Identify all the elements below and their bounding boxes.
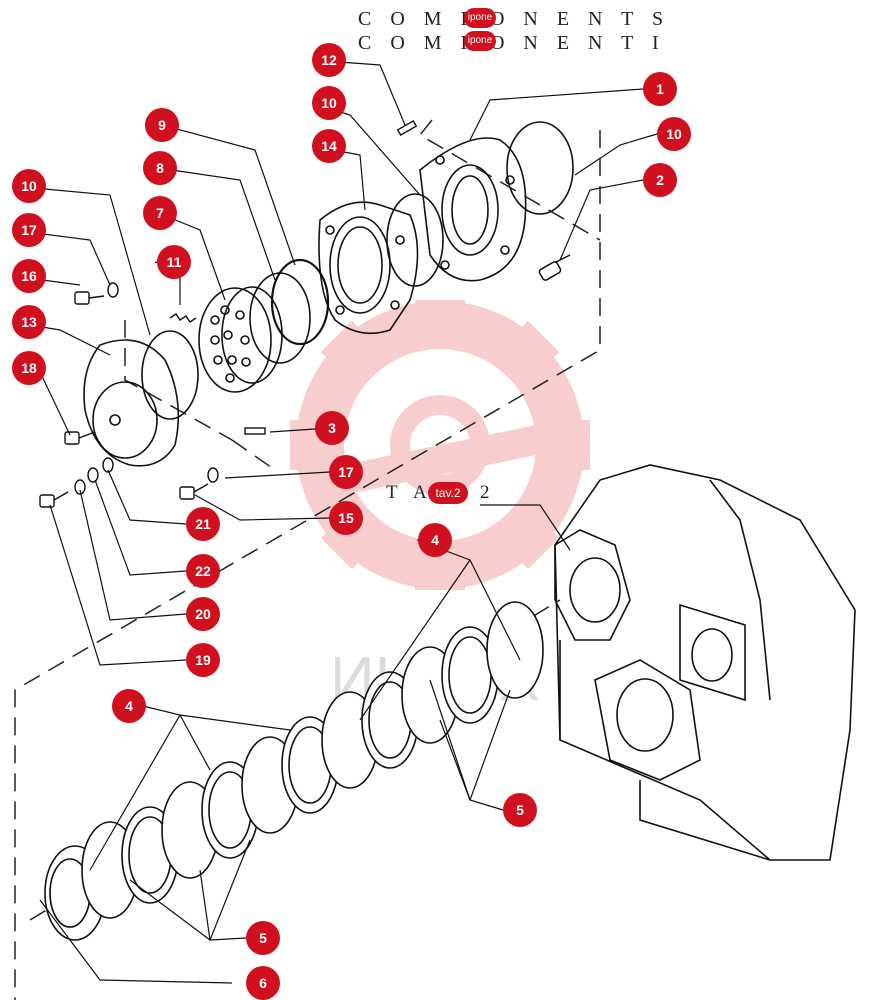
- pin-part: [396, 119, 418, 137]
- callout-10[interactable]: 10: [12, 169, 46, 203]
- callout-7[interactable]: 7: [143, 196, 177, 230]
- heading-badge-1: ipone: [464, 8, 496, 28]
- callout-2[interactable]: 2: [643, 163, 677, 197]
- o-ring-part: [386, 193, 444, 287]
- callout-22[interactable]: 22: [186, 554, 220, 588]
- table-ref-link[interactable]: tav.2: [428, 482, 468, 504]
- bearing-housing-part: [318, 201, 419, 335]
- table-ref-suffix: 2: [480, 482, 496, 503]
- end-cover-part: [83, 330, 199, 467]
- callout-10[interactable]: 10: [657, 117, 691, 151]
- callout-18[interactable]: 18: [12, 351, 46, 385]
- cover-plate-part: [419, 137, 527, 282]
- callout-5[interactable]: 5: [246, 921, 280, 955]
- screw-part: [538, 254, 571, 281]
- callout-5[interactable]: 5: [503, 793, 537, 827]
- callout-1[interactable]: 1: [643, 72, 677, 106]
- callout-19[interactable]: 19: [186, 643, 220, 677]
- callout-16[interactable]: 16: [12, 259, 46, 293]
- heading-badge-2: ipone: [464, 31, 496, 51]
- watermark-gear-logo: [290, 300, 590, 590]
- gasket-ring-part: [506, 121, 574, 215]
- callout-17[interactable]: 17: [12, 213, 46, 247]
- callout-13[interactable]: 13: [12, 305, 46, 339]
- callout-14[interactable]: 14: [312, 129, 346, 163]
- spring-part: [169, 313, 197, 323]
- heading-components-en: C O M P O N E N T S: [358, 8, 671, 30]
- dowel-pin-part: [244, 427, 266, 435]
- callout-10[interactable]: 10: [312, 86, 346, 120]
- callout-4[interactable]: 4: [112, 689, 146, 723]
- callout-3[interactable]: 3: [315, 411, 349, 445]
- callout-20[interactable]: 20: [186, 597, 220, 631]
- callout-9[interactable]: 9: [145, 108, 179, 142]
- callout-15[interactable]: 15: [329, 501, 363, 535]
- callout-6[interactable]: 6: [246, 966, 280, 1000]
- callout-12[interactable]: 12: [312, 43, 346, 77]
- piston-part: [198, 286, 283, 393]
- callout-11[interactable]: 11: [157, 245, 191, 279]
- table-ref-prefix: T A: [386, 482, 433, 503]
- seal-ring-part: [249, 272, 311, 364]
- heading-components-it: C O M P O N E N T I: [358, 32, 666, 54]
- left-fasteners: [39, 282, 219, 508]
- callout-8[interactable]: 8: [143, 151, 177, 185]
- callout-17[interactable]: 17: [329, 455, 363, 489]
- callout-4[interactable]: 4: [418, 523, 452, 557]
- snap-ring-part: [270, 258, 330, 346]
- callout-21[interactable]: 21: [186, 507, 220, 541]
- clutch-disc-stack: [44, 601, 544, 941]
- gearbox-housing-part: [554, 464, 856, 861]
